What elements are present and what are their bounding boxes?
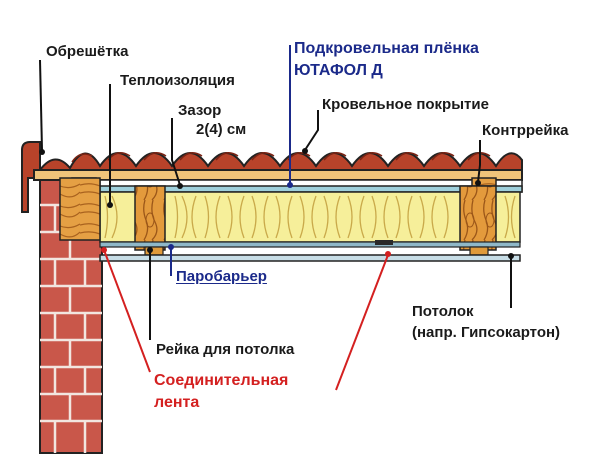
batten-strip: [33, 169, 523, 181]
label-ceiling-example: (напр. Гипсокартон): [412, 324, 561, 341]
insulation-layer: [99, 191, 521, 243]
label-ceiling: Потолок: [412, 303, 474, 320]
label-underlay-brand: ЮТАФОЛ Д: [294, 62, 383, 79]
label-obreshetka: Обрешётка: [46, 43, 129, 60]
roof-tiles: [21, 141, 523, 213]
label-ceiling-lath: Рейка для потолка: [156, 341, 295, 358]
connecting-tape: [375, 240, 393, 245]
label-connecting-tape-2: лента: [154, 394, 200, 411]
rafter-1: [134, 185, 166, 251]
label-underlay-film: Подкровельная плёнка: [294, 40, 479, 57]
label-counter-batten: Контррейка: [482, 122, 569, 139]
leader-dots: [39, 148, 514, 259]
label-teploizolyaciya: Теплоизоляция: [120, 72, 235, 89]
wall-plate: [59, 177, 101, 241]
vapor-barrier: [99, 241, 521, 248]
red-leader-lines: [103, 249, 389, 391]
blue-leader-lines: [170, 45, 291, 276]
ceiling-lath-2: [469, 246, 489, 256]
leader-lines: [39, 59, 512, 340]
label-connecting-tape: Соединительная: [154, 372, 289, 389]
label-roof-covering: Кровельное покрытие: [322, 96, 489, 113]
label-zazor: Зазор: [178, 102, 222, 119]
label-vapor-barrier: Паробарьер: [176, 268, 267, 285]
label-zazor-size: 2(4) см: [196, 121, 247, 138]
ceiling-board: [99, 254, 521, 262]
rafter-2: [459, 185, 497, 251]
